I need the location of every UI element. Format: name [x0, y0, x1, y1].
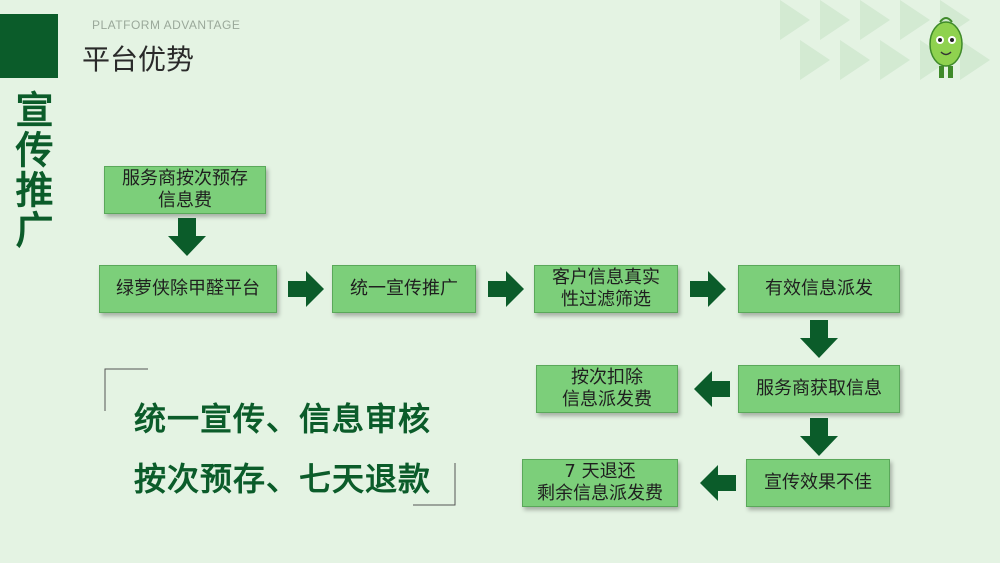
arrow-left-icon: [694, 371, 730, 407]
section-vertical-title: 宣传推广: [9, 90, 53, 250]
page-title: 平台优势: [82, 43, 195, 76]
flow-box-dispatch: 有效信息派发: [738, 265, 900, 313]
flow-box-platform: 绿萝侠除甲醛平台: [99, 265, 277, 313]
slogan-line-1: 统一宣传、信息审核: [134, 400, 432, 438]
mascot-icon: [929, 17, 963, 78]
slogan-bracket-bottom-right: [413, 463, 456, 506]
flow-box-acquire: 服务商获取信息: [738, 365, 900, 413]
arrow-right-icon: [488, 271, 524, 307]
arrow-left-icon: [700, 465, 736, 501]
page-subtitle-english: PLATFORM ADVANTAGE: [92, 18, 241, 32]
flow-box-promotion: 统一宣传推广: [332, 265, 476, 313]
arrow-right-icon: [288, 271, 324, 307]
arrow-down-icon: [800, 320, 838, 358]
decorative-triangle-pattern: [780, 0, 990, 80]
slogan-bracket-top-left: [104, 368, 148, 411]
corner-accent-block: [0, 14, 58, 78]
arrow-right-icon: [690, 271, 726, 307]
flow-box-screening: 客户信息真实 性过滤筛选: [534, 265, 678, 313]
flow-box-prepay: 服务商按次预存 信息费: [104, 166, 266, 214]
arrow-down-icon: [800, 418, 838, 456]
flow-box-deduct: 按次扣除 信息派发费: [536, 365, 678, 413]
flow-box-refund: 7 天退还 剩余信息派发费: [522, 459, 678, 507]
slogan-line-2: 按次预存、七天退款: [134, 460, 432, 498]
flow-box-poor-result: 宣传效果不佳: [746, 459, 890, 507]
arrow-down-icon: [168, 218, 206, 256]
